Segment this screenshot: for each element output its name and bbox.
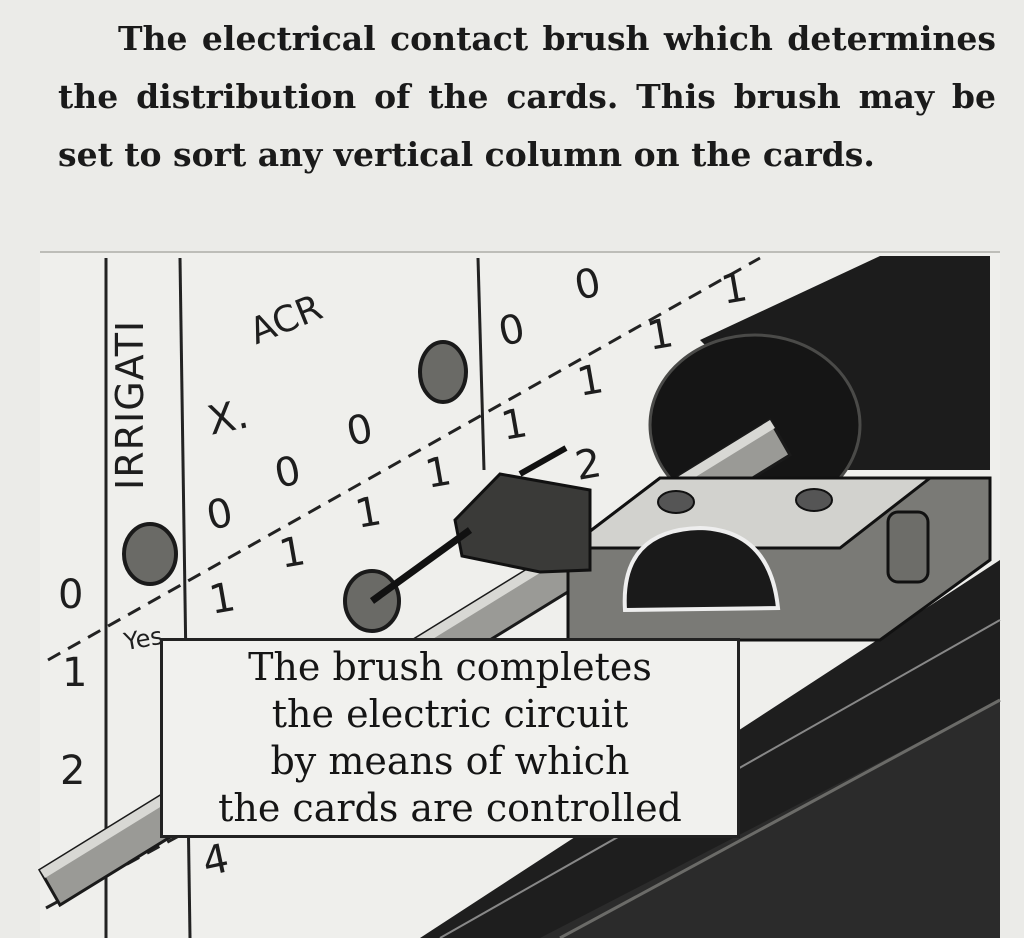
contact-roller (700, 256, 990, 470)
callout-text: The brush completes the electric circuit… (218, 645, 682, 830)
brush-holder (453, 472, 592, 574)
slide-caption: The electrical contact brush which deter… (58, 10, 996, 184)
row-digit-2: 2 (60, 748, 86, 794)
brush-callout-box: The brush completes the electric circuit… (160, 638, 740, 838)
row-digit-1: 1 (62, 650, 88, 696)
column-rule (476, 257, 486, 471)
punched-hole (418, 340, 468, 404)
punched-hole (122, 522, 178, 586)
caption-text: The electrical contact brush which deter… (58, 19, 996, 174)
contact-brush (369, 527, 473, 604)
row-digit-0: 0 (58, 572, 84, 618)
column-heading-irrigation: IRRIGATI (108, 319, 152, 490)
